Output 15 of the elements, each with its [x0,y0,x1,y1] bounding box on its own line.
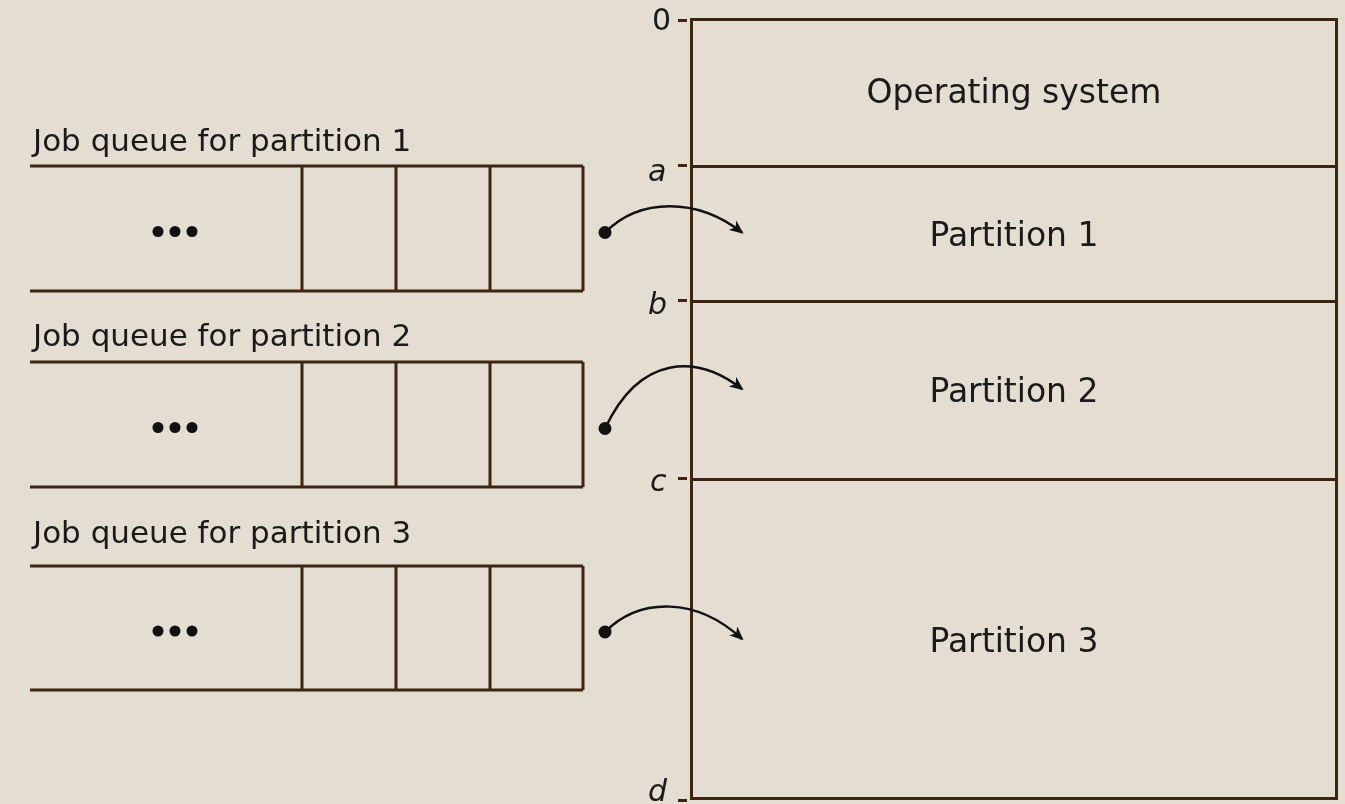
address-label: b [648,288,692,320]
arrow [598,605,744,641]
address-label: 0 [652,4,692,36]
partition-label: Partition 3 [929,621,1099,660]
address-label: d [648,775,692,804]
partition-label: Partition 1 [929,214,1099,254]
arrow [598,365,744,435]
address-label: c [650,465,692,497]
address-label: a [648,155,692,187]
queue-title: Job queue for partition 3 [33,513,412,552]
queue-title: Job queue for partition 1 [33,121,412,160]
queue-title: Job queue for partition 2 [33,316,412,355]
arrow [598,205,744,239]
partition-label: Operating system [866,72,1162,111]
partition-label: Partition 2 [929,371,1099,410]
